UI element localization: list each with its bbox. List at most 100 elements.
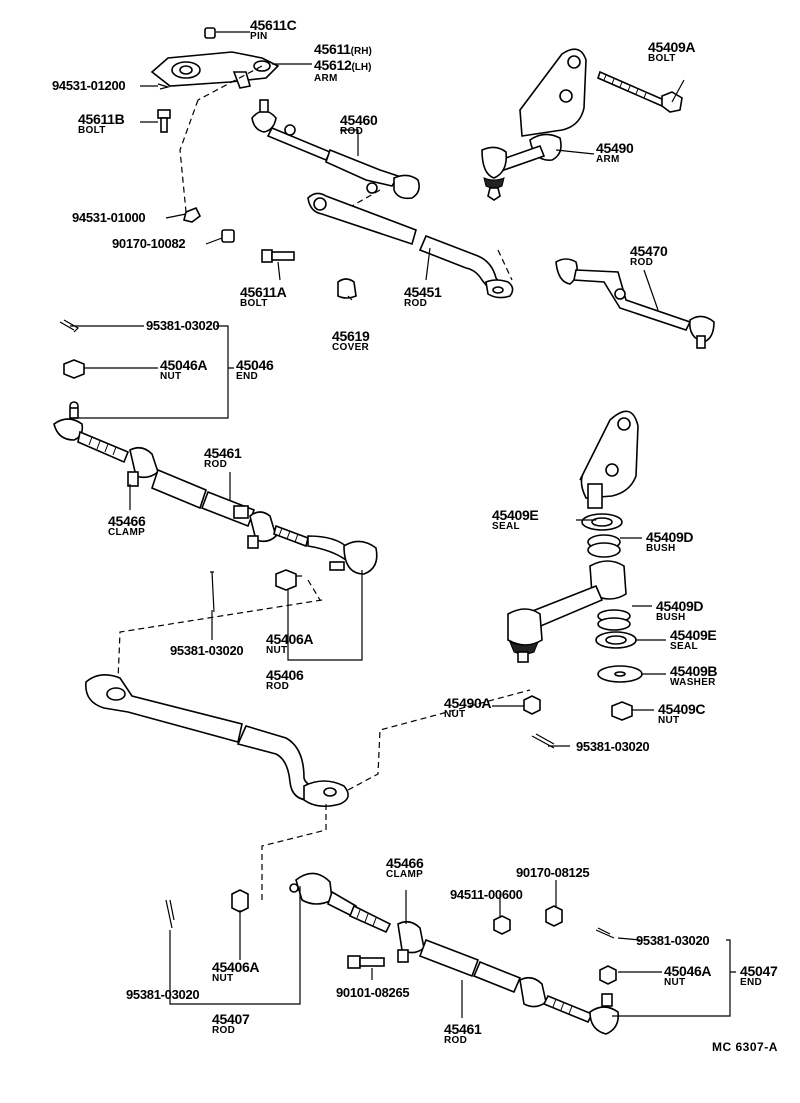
cotter-pin-a-drawing [59,319,79,333]
bush-45409d-bottom-drawing [597,609,631,631]
seal-45409e-top-drawing [581,513,623,531]
rod-45407-drawing [289,872,392,934]
label-45490a: 45490A NUT [444,695,492,720]
part-name: ROD [444,1035,468,1046]
part-number: 45490A [444,695,492,711]
part-name: NUT [444,709,466,720]
part-name: COVER [332,342,370,353]
part-name: ROD [404,298,428,309]
nut-45046a-drawing [63,359,85,379]
part-number: 45451 [404,284,442,300]
part-name: NUT [664,977,686,988]
label-45612: 45612(LH) ARM [314,58,371,84]
part-number: 45490 [596,140,634,156]
nut-45406a-drawing [275,569,297,591]
part-name: END [236,371,259,382]
label-94531-01200: 94531-01200 [52,78,126,93]
label-45409e-top: 45409E SEAL [492,508,539,532]
cover-drawing [337,278,357,299]
part-name: SEAL [670,641,698,652]
part-name: BUSH [656,612,686,623]
part-number: 45046A [664,963,712,979]
bush-45409d-top-drawing [587,534,621,558]
part-number: 45046A [160,357,208,373]
label-45406: 45406 ROD [266,667,304,692]
part-number: 45611B [78,111,125,127]
label-45619: 45619 COVER [332,329,370,353]
part-name: ROD [212,1025,236,1036]
label-45451: 45451 ROD [404,284,442,309]
part-name: BOLT [648,53,676,64]
label-45409a: 45409A BOLT [648,39,696,64]
label-45461-bottom: 45461 ROD [444,1021,482,1046]
clamp-45466a-drawing [127,446,159,487]
label-45611: 45611(RH) [314,42,372,58]
label-45460: 45460 ROD [340,112,378,137]
dashed-guide-arm [179,65,263,213]
part-number: 45046 [236,357,274,373]
part-name: NUT [658,715,680,726]
arm-45490-drawing [481,48,587,201]
part-name: PIN [250,31,268,42]
label-94531-01000: 94531-01000 [72,210,146,225]
bolt-45611b-drawing [157,109,171,133]
part-name: NUT [212,973,234,984]
part-number: 45611A [240,284,287,300]
part-name: END [740,977,763,988]
rod-45451-drawing [307,192,514,299]
nut-45490a-drawing [523,695,541,715]
label-45046a-bottom: 45046A NUT [664,963,712,988]
part-number: 45612 [314,57,352,73]
label-45466-bottom: 45466 CLAMP [386,855,424,880]
label-45046: 45046 END [236,357,274,382]
part-number: 45409B [670,663,718,679]
part-name: ROD [204,459,228,470]
bolt-90101-drawing [347,955,385,969]
cotter-pin-e-drawing [595,927,615,939]
part-number: 45461 [204,445,242,461]
part-number: 45406A [212,959,260,975]
part-name: ROD [630,257,654,268]
part-number: 45407 [212,1011,250,1027]
part-number: 45466 [386,855,424,871]
part-name: BUSH [646,543,676,554]
part-number: 45406 [266,667,304,683]
seal-45409e-bottom-drawing [595,631,637,649]
rod-45406-drawing [247,511,378,575]
part-number: 45409A [648,39,696,55]
pin-drawing [204,27,216,39]
part-name: BOLT [240,298,268,309]
part-number: 45047 [740,963,778,979]
label-45490: 45490 ARM [596,140,634,165]
bolt-45611a-drawing [261,249,295,263]
part-number: 45466 [108,513,146,529]
rod-45461a-drawing [151,468,256,528]
part-number: 45460 [340,112,378,128]
label-90170-10082: 90170-10082 [112,236,186,251]
label-45461-top: 45461 ROD [204,445,242,470]
part-name: BOLT [78,125,106,136]
part-number: 45611 [314,41,351,57]
label-95381-03020-b: 95381-03020 [170,643,244,658]
part-number: 45461 [444,1021,482,1037]
idler-arm-body-drawing [507,560,627,663]
part-name: ROD [340,126,364,137]
label-45409d-bottom: 45409D BUSH [656,598,704,623]
arm-plate-drawing [150,51,280,89]
nut-90170b-drawing [545,905,563,927]
nut-90170-drawing [221,229,235,243]
nut-45046a-bottom-drawing [599,965,617,985]
label-45409b: 45409B WASHER [670,663,718,688]
label-95381-03020-e: 95381-03020 [126,987,200,1002]
part-name: ARM [314,73,338,84]
part-number: 45409D [656,598,704,614]
cotter-pin-d-drawing [165,899,175,929]
nut-45409c-drawing [611,701,633,721]
end-45046-drawing [53,401,130,464]
dashed-guide-center [117,575,323,681]
part-name: CLAMP [386,869,424,880]
label-90101-08265: 90101-08265 [336,985,410,1000]
label-45046a: 45046A NUT [160,357,208,382]
end-45047-drawing [519,976,620,1035]
washer-45409b-drawing [597,665,643,683]
